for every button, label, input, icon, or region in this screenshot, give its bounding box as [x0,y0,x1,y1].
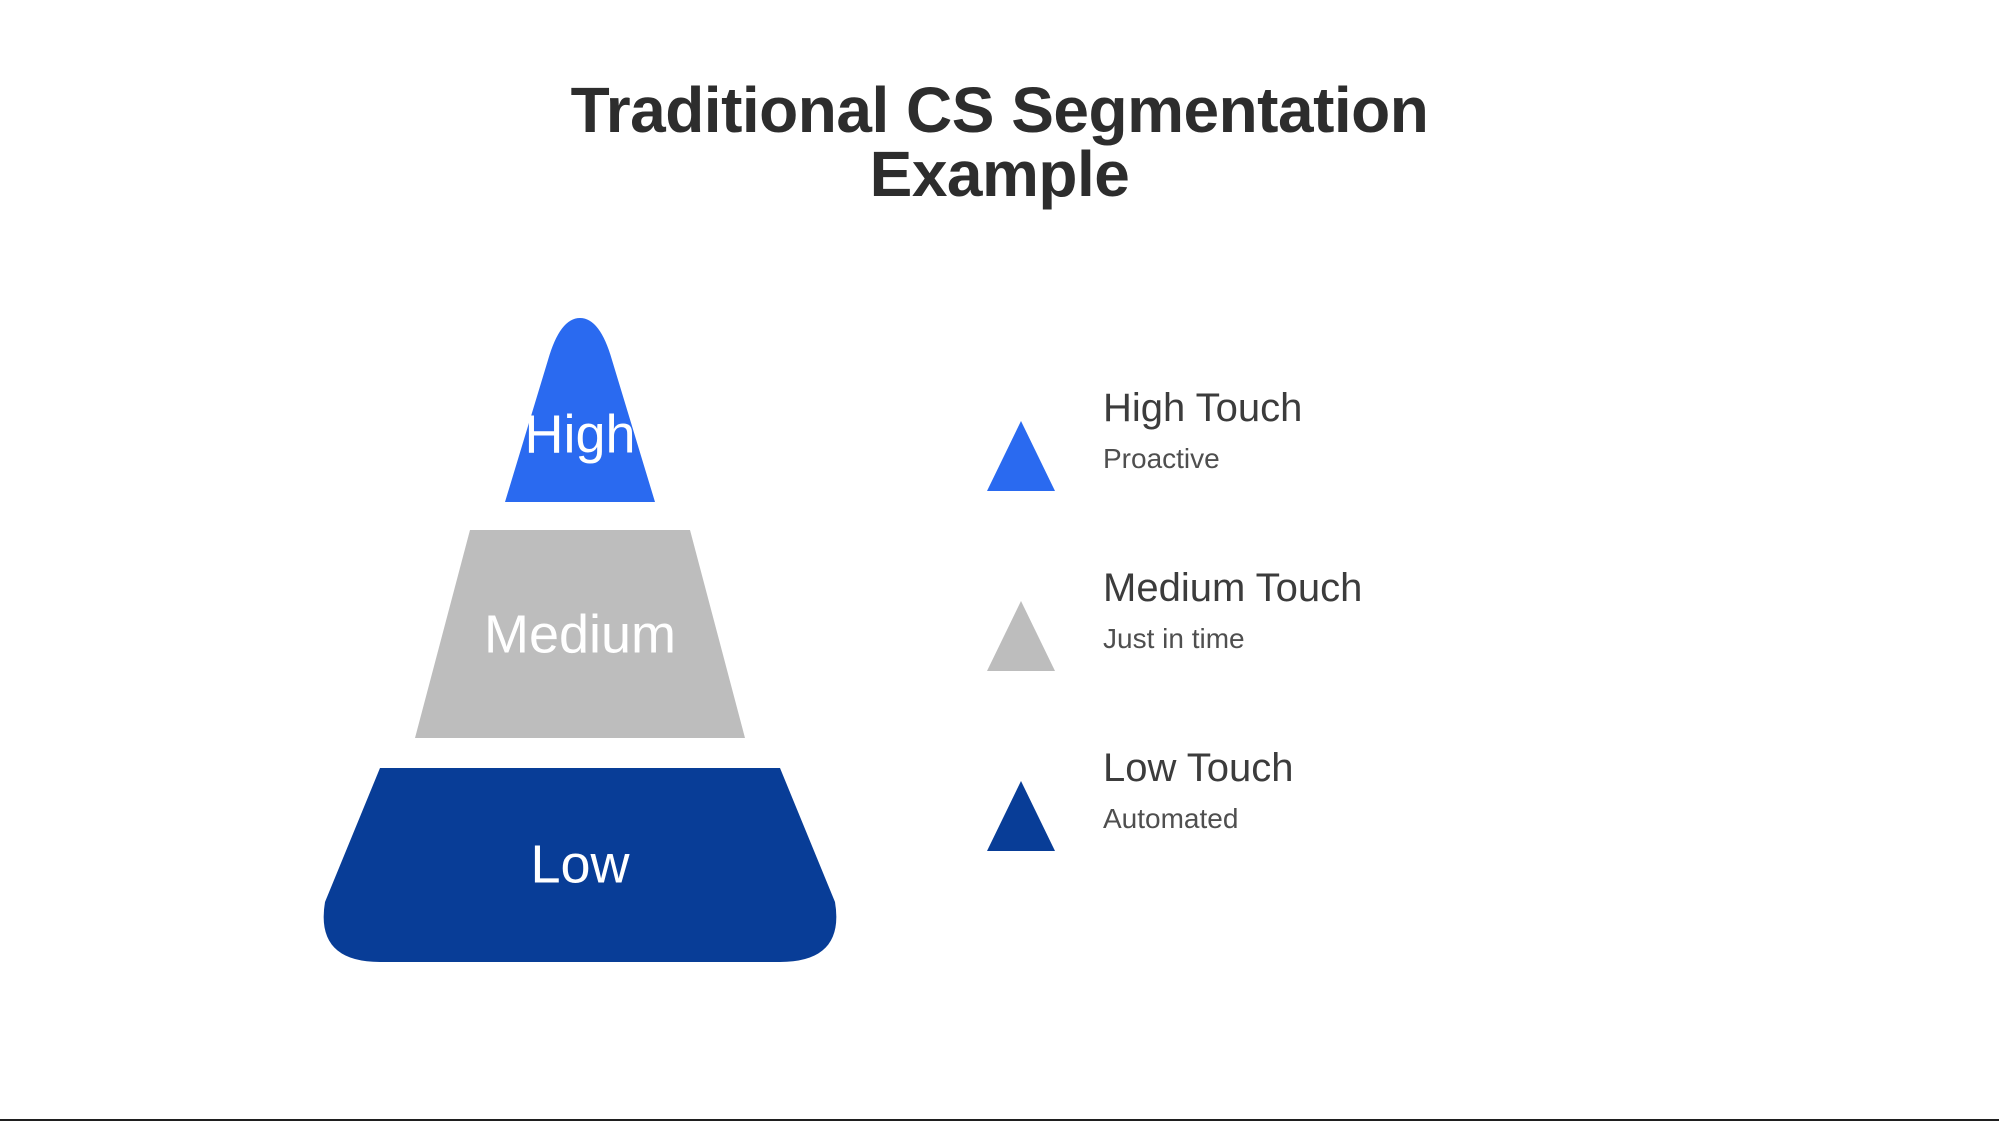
legend-item-medium-touch-text: Medium Touch Just in time [1103,565,1362,655]
pyramid-tier-low-label: Low [530,834,630,894]
pyramid-tier-low[interactable]: Low [323,768,837,962]
triangle-icon [985,777,1057,853]
legend-item-low-touch[interactable]: Low Touch Automated [985,745,1785,925]
pyramid-tier-high-label: High [524,404,635,464]
legend-item-low-touch-text: Low Touch Automated [1103,745,1294,835]
pyramid-tier-high-shape [505,318,655,502]
legend-item-low-touch-title: Low Touch [1103,746,1294,790]
pyramid-tier-medium[interactable]: Medium [415,530,745,738]
legend-item-high-touch[interactable]: High Touch Proactive [985,385,1785,565]
legend: High Touch Proactive Medium Touch Just i… [985,385,1785,925]
legend-item-high-touch-text: High Touch Proactive [1103,385,1302,475]
legend-item-medium-touch-subtitle: Just in time [1103,623,1245,654]
legend-item-low-touch-subtitle: Automated [1103,803,1239,834]
customer-segmentation-pyramid: High Medium Low [180,290,940,990]
pyramid-svg: High Medium Low [323,318,837,962]
pyramid-tier-high[interactable]: High [505,318,655,502]
pyramid-tier-low-shape [323,768,837,962]
pyramid-tier-medium-label: Medium [484,604,676,664]
slide-bottom-divider [0,1119,1999,1121]
triangle-icon [985,417,1057,493]
page-title: Traditional CS Segmentation Example [570,74,1429,210]
triangle-icon [985,597,1057,673]
legend-item-high-touch-subtitle: Proactive [1103,443,1220,474]
title-block: Traditional CS Segmentation Example [0,78,1999,206]
pyramid-tier-medium-shape [415,530,745,738]
legend-item-high-touch-title: High Touch [1103,386,1303,430]
legend-item-medium-touch[interactable]: Medium Touch Just in time [985,565,1785,745]
legend-item-medium-touch-title: Medium Touch [1103,566,1363,610]
